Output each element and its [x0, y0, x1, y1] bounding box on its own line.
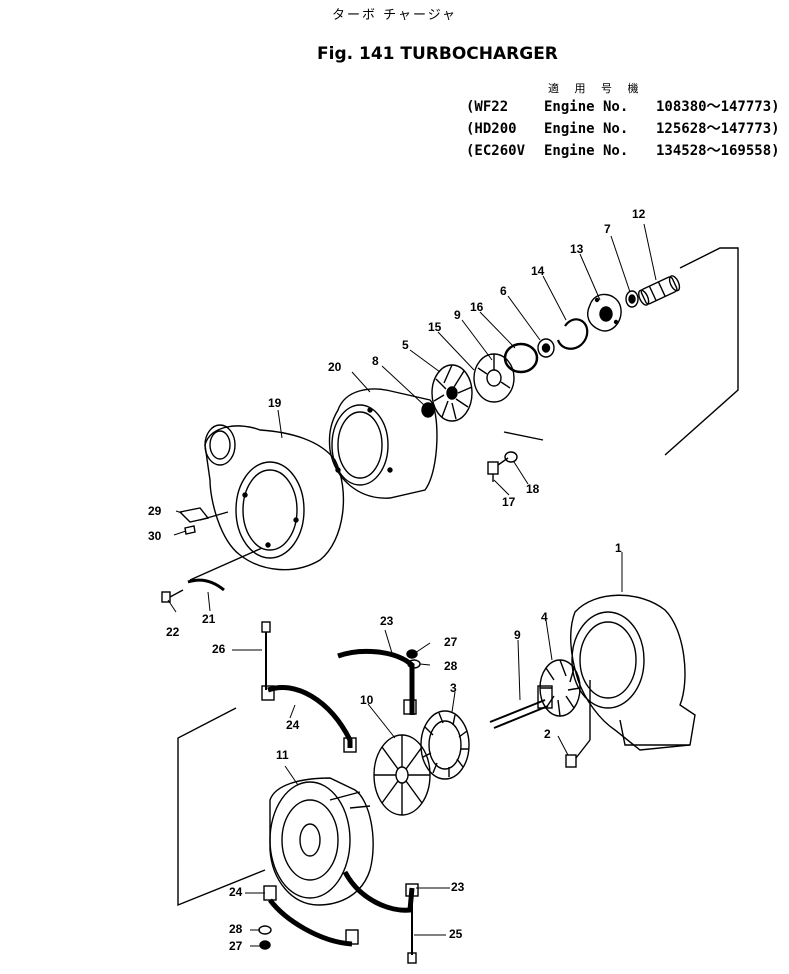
callout-28-upper: 28 [444, 659, 458, 673]
callout-20: 20 [328, 360, 342, 374]
part-20-seal-plate [328, 388, 438, 499]
callout-27-lower: 27 [229, 939, 243, 953]
callout-30: 30 [148, 529, 162, 543]
part-14-snap-ring [556, 318, 589, 350]
engine-label: Engine No. [544, 121, 629, 137]
callout-4: 4 [541, 610, 548, 624]
part-28-washer [258, 925, 272, 935]
part-30-screw [184, 525, 196, 535]
clamp-block [261, 685, 275, 701]
part-25-bolt [407, 900, 417, 964]
part-23-clamp-lower [342, 870, 415, 913]
part-11-center-housing [269, 777, 374, 906]
callout-13: 13 [570, 242, 584, 256]
part-19-compressor-housing [204, 424, 345, 571]
callout-18: 18 [526, 482, 540, 496]
part-3-nozzle-ring [420, 710, 470, 780]
callout-26: 26 [212, 642, 226, 656]
part-6-collar [537, 338, 555, 358]
callout-17: 17 [502, 495, 516, 509]
part-24-clamp-upper [267, 684, 353, 748]
engine-label: Engine No. [544, 143, 629, 159]
part-16-o-ring [503, 342, 539, 374]
part-10-heat-shield [373, 734, 431, 816]
part-27-nut [259, 940, 271, 950]
part-29-bracket [178, 507, 210, 523]
part-23-clamp-upper [337, 648, 415, 715]
part-18-washer [504, 451, 518, 463]
serial-range: 108380～147773) [656, 99, 780, 115]
model-name: (WF22 [466, 99, 509, 115]
callout-11: 11 [276, 748, 289, 762]
part-2-bolt [565, 754, 577, 768]
assembly-line [177, 707, 266, 907]
serial-range: 134528～169558) [656, 143, 780, 159]
callout-15: 15 [428, 320, 442, 334]
part-24-clamp-lower [268, 898, 353, 947]
callout-2: 2 [544, 727, 551, 741]
callout-5: 5 [402, 338, 409, 352]
callout-3: 3 [450, 681, 457, 695]
assembly-bracket-line [664, 247, 739, 456]
model-name: (HD200 [466, 121, 517, 137]
applicability-row: (WF22 Engine No. 108380～147773) [466, 96, 780, 116]
clamp-block [403, 699, 417, 715]
clamp-block [405, 883, 419, 897]
part-21-clamp [187, 578, 225, 592]
callout-19: 19 [268, 396, 282, 410]
part-15-insert [473, 353, 515, 403]
callout-7: 7 [604, 222, 611, 236]
model-name: (EC260V [466, 143, 526, 159]
callout-10: 10 [360, 693, 374, 707]
callout-14: 14 [531, 264, 545, 278]
callout-28-lower: 28 [229, 922, 243, 936]
callout-25: 25 [449, 927, 463, 941]
callout-6: 6 [500, 284, 507, 298]
callout-27-upper: 27 [444, 635, 458, 649]
part-27-nut [406, 649, 418, 659]
applicability-label: 適 用 号 機 [548, 82, 645, 95]
japanese-title: ターボ チャージャ [331, 8, 458, 23]
callout-23-upper: 23 [380, 614, 394, 628]
part-9-shaft [489, 699, 549, 729]
part-17-bolt [487, 461, 499, 482]
part-4-turbine-wheel [539, 659, 581, 717]
applicability-row: (HD200 Engine No. 125628～147773) [466, 118, 780, 138]
callout-24-lower: 24 [229, 885, 243, 899]
callout-8: 8 [372, 354, 379, 368]
clamp-block [263, 885, 277, 901]
callout-12: 12 [632, 207, 646, 221]
part-13-plate [587, 293, 622, 332]
serial-range: 125628～147773) [656, 121, 780, 137]
callout-21: 21 [202, 612, 216, 626]
callout-22: 22 [166, 625, 180, 639]
leader-lines [167, 223, 657, 947]
applicability-row: (EC260V Engine No. 134528～169558) [466, 140, 780, 160]
callout-1: 1 [615, 541, 622, 555]
clamp-block [345, 929, 359, 945]
part-7-ring [625, 290, 639, 308]
assembly-line [189, 547, 263, 581]
clamp-block [343, 737, 357, 753]
part-26-bolt [261, 621, 271, 690]
callout-29: 29 [148, 504, 162, 518]
callout-16: 16 [470, 300, 484, 314]
engine-label: Engine No. [544, 99, 629, 115]
assembly-bracket-line [503, 431, 544, 441]
callout-9-lower: 9 [514, 628, 521, 642]
part-5-compressor-wheel [431, 364, 473, 422]
part-12-sleeve [638, 275, 681, 306]
shaft-collar [537, 685, 553, 709]
figure-title: Fig. 141 TURBOCHARGER [317, 44, 558, 64]
callout-9-upper: 9 [454, 308, 461, 322]
callout-23-lower: 23 [451, 880, 465, 894]
part-7-ring-inner [628, 294, 636, 304]
callout-24-upper: 24 [286, 718, 300, 732]
